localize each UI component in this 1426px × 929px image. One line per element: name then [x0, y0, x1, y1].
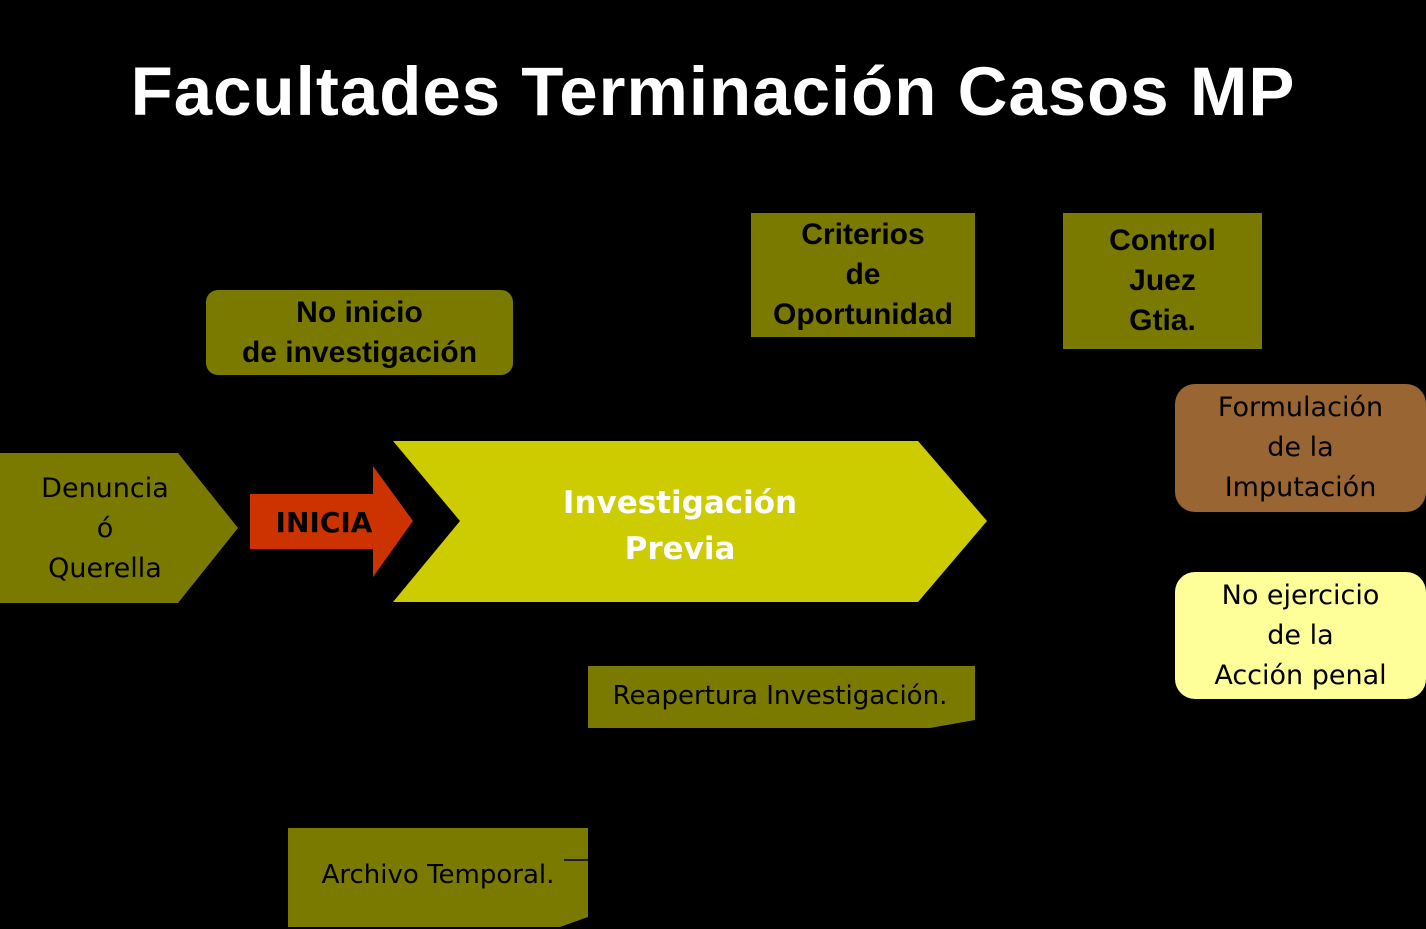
formulacion-imputacion-box: Formulación de la Imputación — [1175, 384, 1426, 512]
inicia-arrow — [250, 466, 413, 577]
criterios-oportunidad-box: Criterios de Oportunidad — [751, 213, 975, 337]
reapertura-label: Reapertura Investigación. — [612, 681, 948, 711]
archivo-label: Archivo Temporal. — [321, 860, 555, 890]
no-ejercicio-label: No ejercicio de la Acción penal — [1214, 579, 1387, 691]
reapertura-box — [588, 666, 975, 728]
no-ejercicio-box: No ejercicio de la Acción penal — [1175, 572, 1426, 699]
control-juez-box: Control Juez Gtia. — [1063, 213, 1262, 349]
inicia-label: INICIA — [275, 506, 373, 539]
formulacion-imputacion-label: Formulación de la Imputación — [1217, 392, 1384, 503]
criterios-oportunidad-label: Criterios de Oportunidad — [773, 218, 953, 331]
investigacion-previa-chevron — [393, 441, 987, 602]
denuncia-chevron — [0, 453, 238, 603]
denuncia-label: Denuncia ó Querella — [41, 473, 169, 584]
no-inicio-label: No inicio de investigación — [241, 295, 478, 369]
page-title: Facultades Terminación Casos MP — [130, 53, 1296, 130]
control-juez-label: Control Juez Gtia. — [1109, 224, 1216, 337]
archivo-box — [288, 828, 588, 927]
no-inicio-box: No inicio de investigación — [206, 290, 513, 375]
investigacion-previa-label: Investigación Previa — [562, 485, 798, 567]
